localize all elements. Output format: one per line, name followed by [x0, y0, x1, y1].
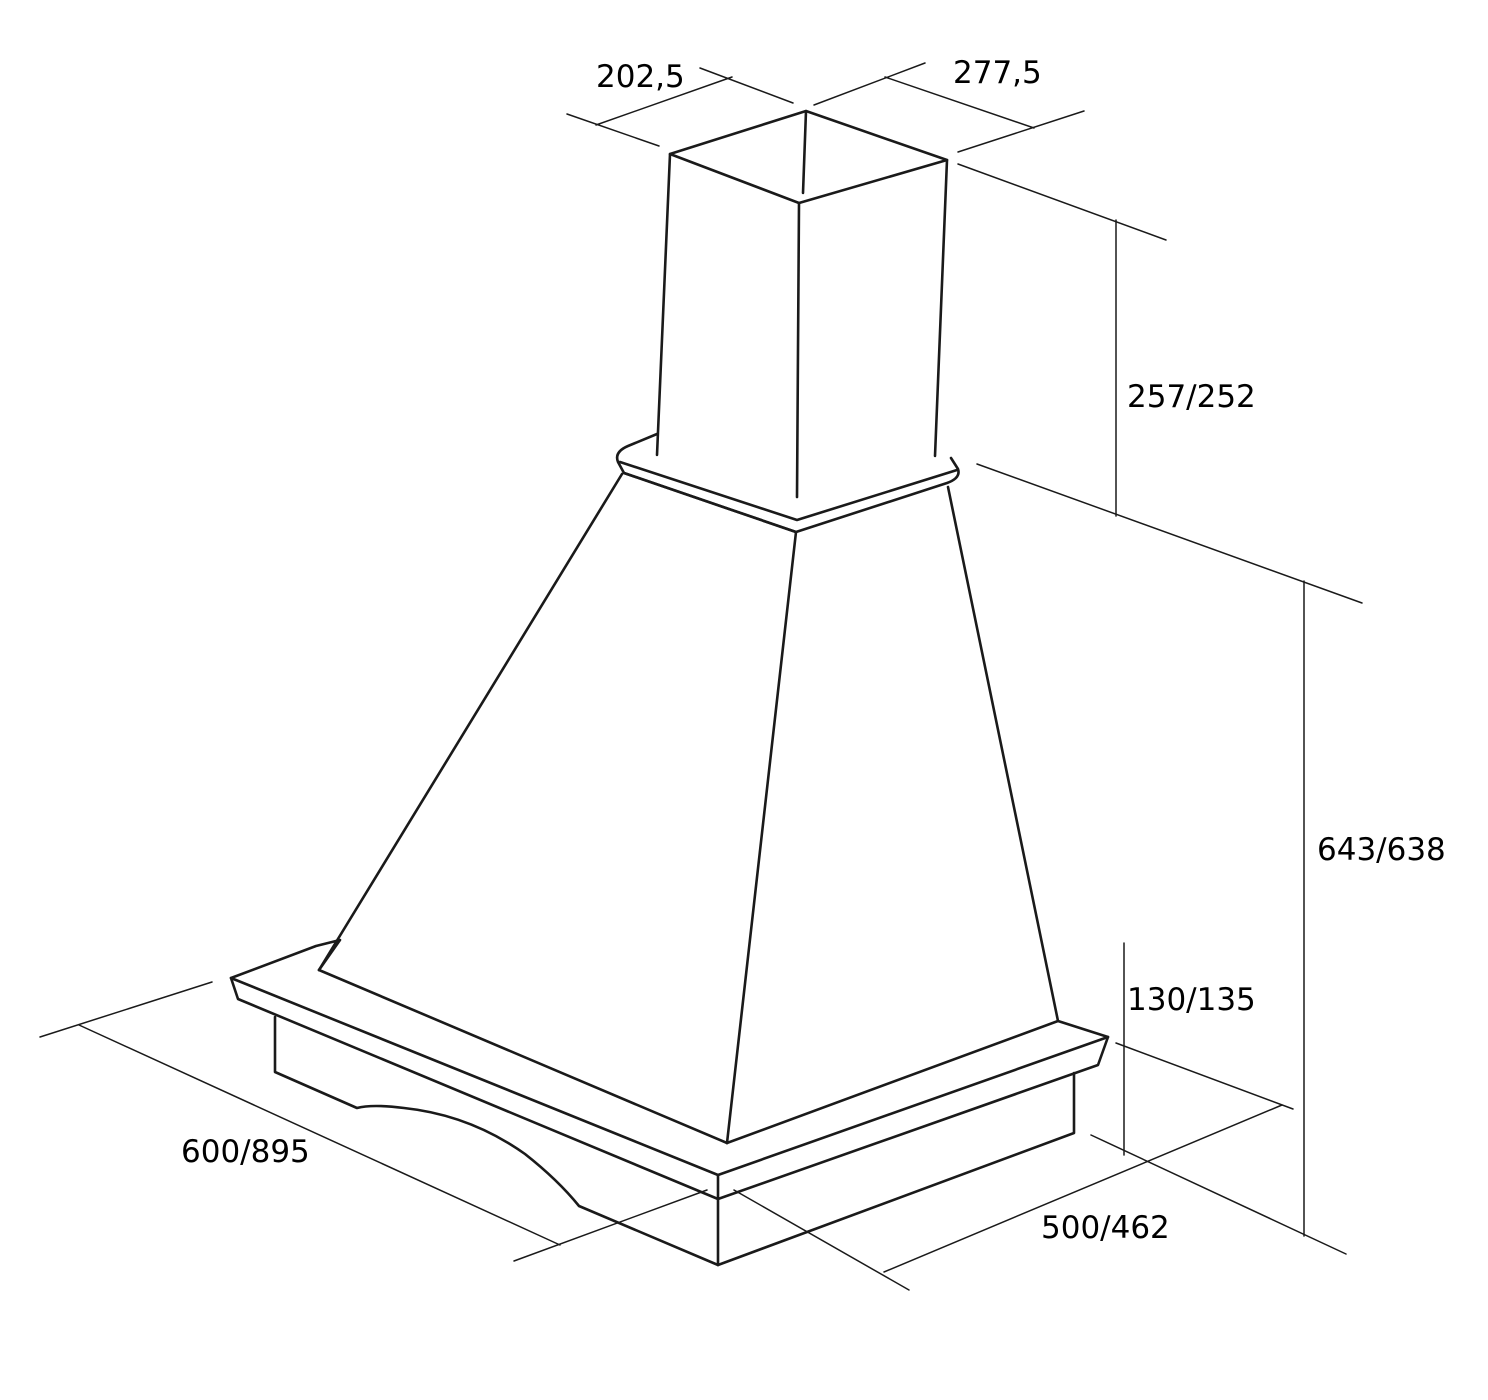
dim-chimney-height-ext-2: [976, 463, 1363, 604]
hood-right-edge: [946, 485, 1060, 1023]
dim-total-height-ext-bottom: [1090, 1134, 1347, 1255]
dim-chimney-depth-ext-1: [566, 113, 660, 147]
collar-molding: [615, 432, 960, 534]
base-frame: [229, 938, 1110, 1267]
chimney-left-edge: [655, 152, 672, 457]
dim-chimney-height-ext-1: [957, 163, 1167, 241]
base-valance-left: [273, 1015, 720, 1267]
dim-chimney-width-ext-1: [813, 62, 926, 106]
collar-inner-line: [618, 460, 959, 522]
base-valance-right: [716, 1071, 1076, 1267]
dimension-lines: [39, 62, 1363, 1291]
hood-body: [317, 472, 1060, 1145]
chimney-top-rim: [668, 109, 949, 205]
label-base-height: 130/135: [1127, 982, 1256, 1018]
dim-width-line: [78, 1024, 561, 1246]
dim-chimney-width-ext-2: [957, 110, 1085, 153]
chimney: [655, 109, 949, 499]
chimney-inner-edge: [801, 109, 808, 195]
label-hood-width: 600/895: [181, 1134, 310, 1170]
base-ledge-top: [229, 938, 1110, 1177]
hood-center-edge: [725, 530, 798, 1145]
dim-depth-ext-1: [733, 1189, 910, 1291]
hood-bottom-left: [317, 968, 729, 1145]
base-ledge-bevel: [229, 976, 1110, 1201]
dim-depth-line: [883, 1104, 1283, 1273]
label-chimney-height: 257/252: [1127, 379, 1256, 415]
dim-width-ext-1: [39, 981, 213, 1038]
hood-left-edge: [317, 472, 624, 972]
label-chimney-depth: 202,5: [596, 59, 685, 95]
dim-base-height-ext: [1115, 1042, 1294, 1110]
hood-bottom-right: [725, 1019, 1060, 1145]
label-hood-depth: 500/462: [1041, 1210, 1170, 1246]
dim-chimney-width-line: [884, 76, 1035, 129]
dim-width-ext-2: [513, 1189, 708, 1262]
dim-chimney-depth-ext-2: [699, 67, 794, 104]
label-total-height: 643/638: [1317, 832, 1446, 868]
label-chimney-width: 277,5: [953, 55, 1042, 91]
chimney-right-edge: [933, 158, 949, 458]
chimney-front-edge: [795, 201, 801, 499]
dim-chimney-depth-line: [595, 76, 733, 126]
collar-bottom-line: [622, 471, 798, 534]
